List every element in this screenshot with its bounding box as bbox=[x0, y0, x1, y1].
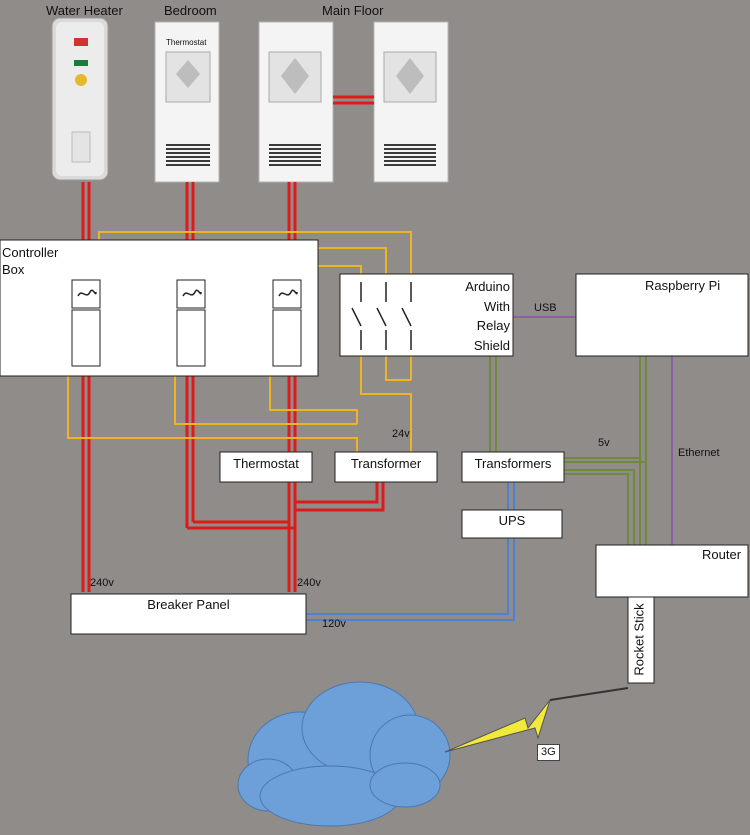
controller-box-label: Controller Box bbox=[2, 245, 59, 277]
router-box bbox=[595, 544, 749, 598]
arduino-relay-box bbox=[339, 273, 514, 357]
label-120v: 120v bbox=[322, 618, 346, 630]
usb-label: USB bbox=[534, 302, 557, 314]
raspberry-pi-label: Raspberry Pi bbox=[645, 278, 721, 293]
arduino-label: Arduino With Relay Shield bbox=[465, 279, 510, 353]
ethernet-label: Ethernet bbox=[678, 447, 720, 459]
label-240v-left: 240v bbox=[90, 577, 114, 589]
wires-5v bbox=[489, 356, 647, 545]
transformers-box bbox=[461, 451, 565, 483]
ups-label: UPS bbox=[498, 513, 526, 528]
main-floor-label: Main Floor bbox=[322, 3, 384, 18]
controller-relays bbox=[71, 279, 302, 367]
water-heater-icon bbox=[51, 17, 109, 181]
controller-box bbox=[0, 239, 319, 377]
thermostat-label: Thermostat bbox=[233, 456, 299, 471]
relay-coil-icons bbox=[77, 289, 298, 297]
raspberry-pi-box bbox=[575, 273, 749, 357]
heater-link-wire bbox=[333, 95, 374, 105]
ups-box bbox=[461, 509, 563, 539]
main-floor-heater-1-icon bbox=[258, 21, 334, 183]
breaker-panel-box bbox=[70, 593, 307, 635]
transformer-box bbox=[334, 451, 438, 483]
main-floor-heater-2-icon bbox=[373, 21, 449, 183]
lightning-bolt-icon bbox=[444, 687, 629, 753]
data-wires bbox=[513, 316, 673, 545]
router-label: Router bbox=[702, 547, 742, 562]
label-5v: 5v bbox=[598, 437, 610, 449]
water-heater-label: Water Heater bbox=[46, 3, 123, 18]
heater-thermostat-sign: Thermostat bbox=[166, 38, 207, 47]
rocket-stick-label: Rocket Stick bbox=[631, 603, 647, 676]
transformers-label: Transformers bbox=[474, 456, 552, 471]
breaker-panel-label: Breaker Panel bbox=[147, 597, 230, 612]
rocket-stick-box bbox=[627, 596, 655, 684]
transformer-label: Transformer bbox=[350, 456, 422, 471]
thermostat-box bbox=[219, 451, 313, 483]
label-3g: 3G bbox=[537, 744, 560, 761]
relay-switch-icons bbox=[351, 282, 412, 350]
bedroom-heater-icon bbox=[154, 21, 220, 183]
label-240v-right: 240v bbox=[297, 577, 321, 589]
cloud-icon bbox=[237, 681, 451, 827]
label-24v: 24v bbox=[392, 428, 410, 440]
bedroom-label: Bedroom bbox=[164, 3, 217, 18]
